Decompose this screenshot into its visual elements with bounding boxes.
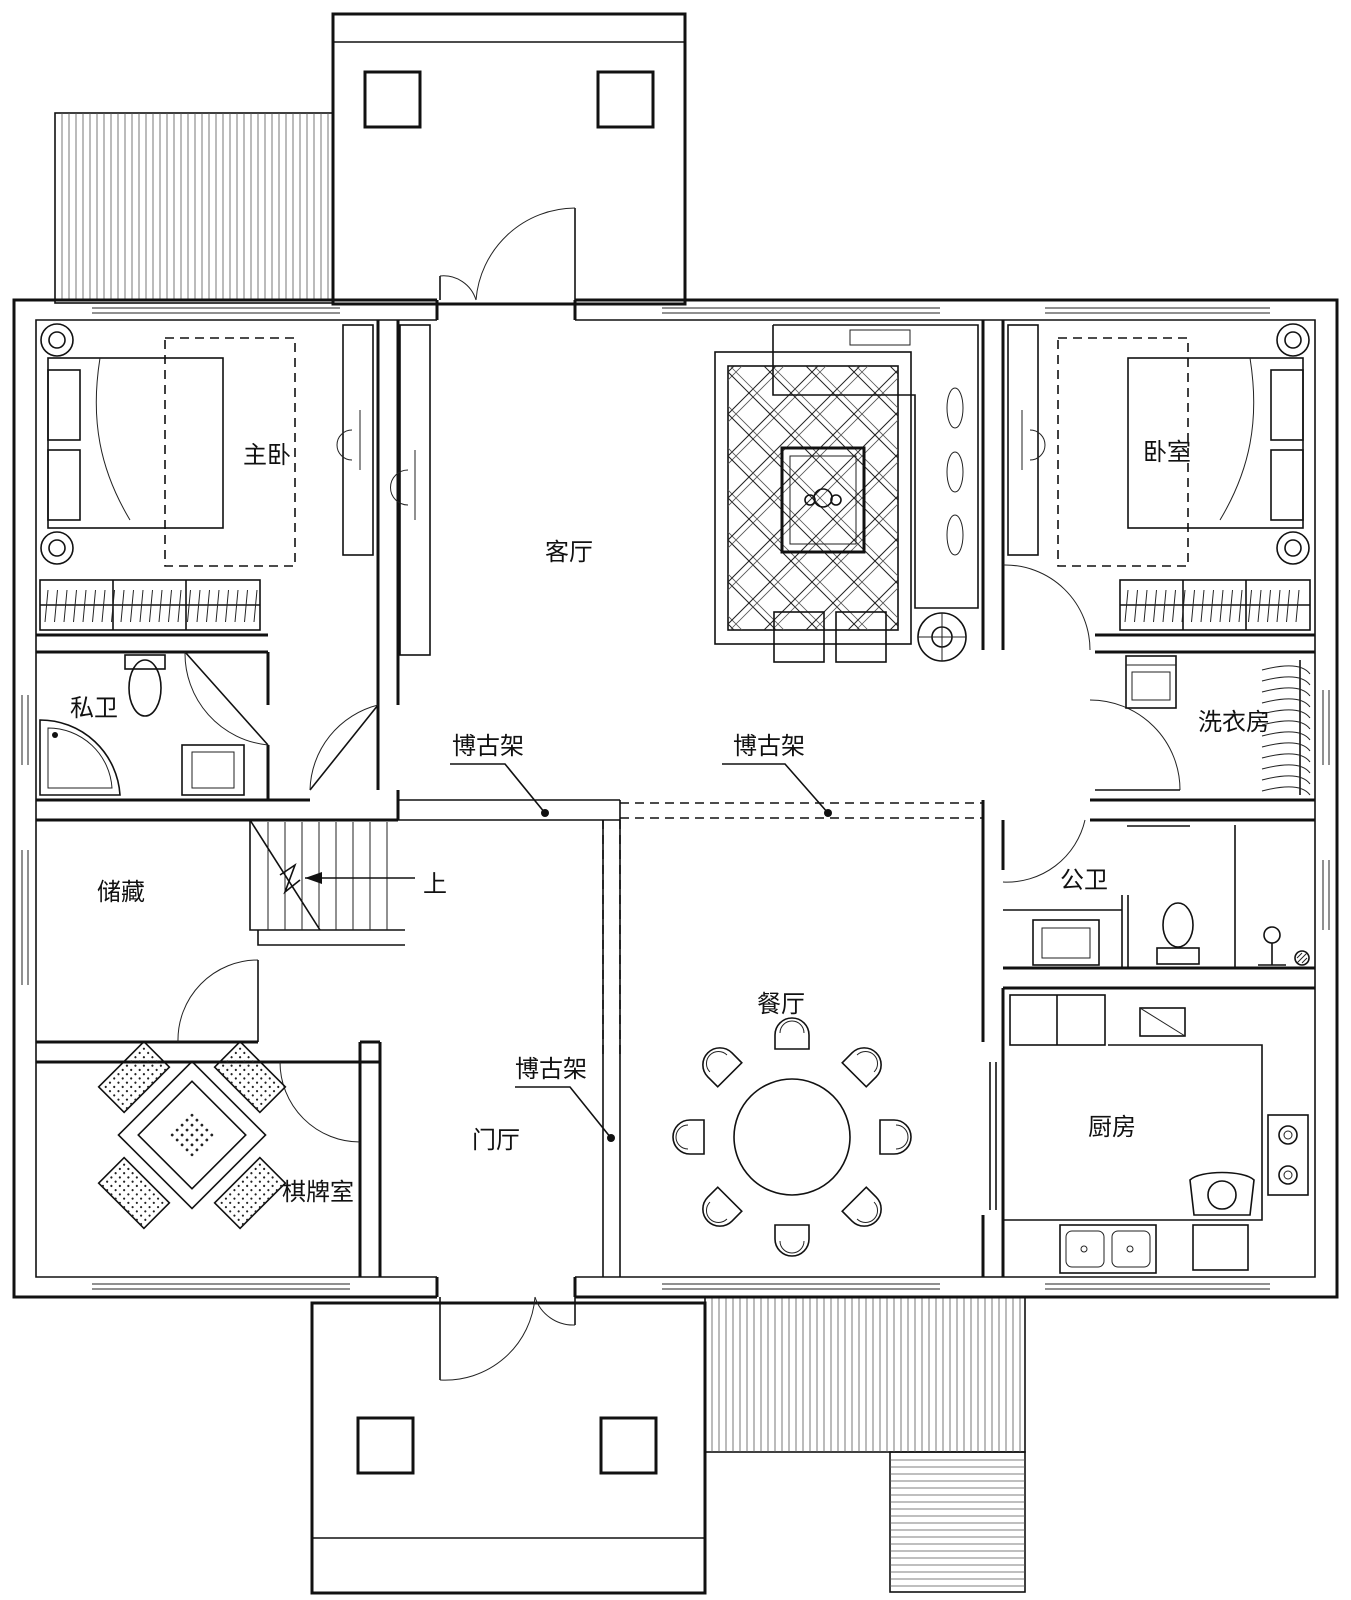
label-master-bedroom: 主卧 xyxy=(243,441,291,469)
label-shelf-a: 博古架 xyxy=(452,732,524,760)
shelf-leaders xyxy=(450,763,832,1142)
label-living-room: 客厅 xyxy=(545,538,593,566)
card-table xyxy=(97,1040,287,1230)
living-furniture xyxy=(714,324,979,663)
label-storage: 储藏 xyxy=(97,878,145,906)
kitchen-fixtures xyxy=(1059,1114,1309,1274)
label-public-bath: 公卫 xyxy=(1060,866,1108,894)
master-bed xyxy=(40,323,296,567)
bottom-steps xyxy=(704,1296,1026,1593)
master-closet xyxy=(336,324,431,656)
private-bath-fixtures xyxy=(39,654,245,796)
public-bath-fixtures xyxy=(1032,902,1310,966)
label-card-room: 棋牌室 xyxy=(282,1178,354,1206)
label-shelf-c: 博古架 xyxy=(515,1055,587,1083)
room-labels: 客厅 主卧 卧室 私卫 洗衣房 储藏 公卫 餐厅 厨房 门厅 棋牌室 博古架 博… xyxy=(70,438,1270,1206)
interior-walls xyxy=(36,320,1315,1277)
bedroom-wardrobe xyxy=(1119,579,1311,631)
label-private-bath: 私卫 xyxy=(70,694,118,722)
top-balcony xyxy=(331,12,687,306)
left-deck xyxy=(54,112,334,304)
label-stair-up: 上 xyxy=(423,870,447,898)
label-laundry: 洗衣房 xyxy=(1198,708,1270,736)
dining-table xyxy=(672,1017,912,1257)
laundry-fixtures xyxy=(1125,655,1311,796)
master-wardrobe xyxy=(39,579,261,631)
stairs xyxy=(249,819,415,931)
label-bedroom: 卧室 xyxy=(1143,438,1191,466)
bedroom-bed xyxy=(1057,323,1310,567)
doors xyxy=(177,207,1181,1381)
label-dining: 餐厅 xyxy=(757,990,805,1018)
label-kitchen: 厨房 xyxy=(1088,1113,1136,1141)
label-foyer: 门厅 xyxy=(472,1126,520,1154)
label-shelf-b: 博古架 xyxy=(733,732,805,760)
entrance-porch xyxy=(310,1301,707,1595)
bedroom-closet xyxy=(1007,324,1046,556)
